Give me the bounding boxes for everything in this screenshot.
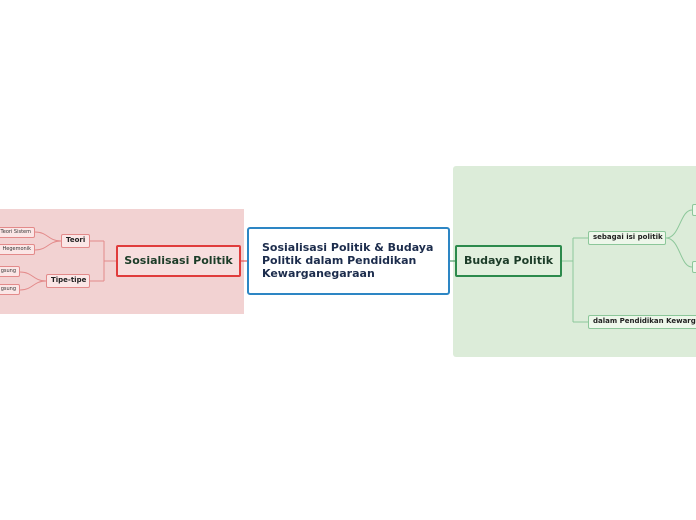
subtopic-teori[interactable]: Teori (61, 234, 90, 248)
leaf-isi-1[interactable] (692, 204, 696, 216)
leaf-tipe-2[interactable]: gsung (0, 284, 20, 295)
subtopic-dalam-pendidikan[interactable]: dalam Pendidikan Kewarga (588, 315, 696, 329)
leaf-hegemonik[interactable]: Hegemonik (0, 244, 35, 255)
link-isi-children (665, 209, 693, 268)
subtopic-tipe-tipe[interactable]: Tipe-tipe (46, 274, 90, 288)
topic-sosialisasi-politik[interactable]: Sosialisasi Politik (116, 245, 241, 277)
link-tipe-children (19, 271, 47, 291)
link-left-trunk (89, 240, 116, 282)
subtopic-sebagai-isi-politik[interactable]: sebagai isi politik (588, 231, 666, 245)
link-right-trunk (562, 237, 588, 323)
leaf-isi-2[interactable] (692, 261, 696, 273)
link-teori-children (34, 231, 62, 251)
leaf-teori-sistem[interactable]: Teori Sistem (0, 227, 35, 238)
leaf-tipe-1[interactable]: gsung (0, 266, 20, 277)
central-topic[interactable]: Sosialisasi Politik & Budaya Politik dal… (247, 227, 450, 295)
topic-budaya-politik[interactable]: Budaya Politik (455, 245, 562, 277)
